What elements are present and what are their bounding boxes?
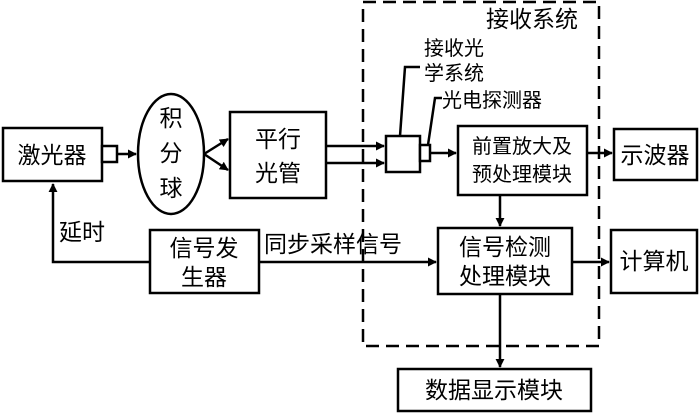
oscilloscope-box	[612, 127, 699, 182]
detector-port	[418, 143, 432, 163]
oscilloscope-label: 示波器	[621, 143, 690, 169]
laser-output-port	[100, 144, 119, 164]
display-label: 数据显示模块	[425, 378, 563, 404]
laser-label: 激光器	[18, 143, 87, 169]
display-box	[396, 367, 593, 413]
computer-label: 计算机	[620, 249, 689, 275]
signal-generator-label-2: 生器	[181, 265, 227, 291]
detection-label-2: 处理模块	[459, 264, 551, 290]
preamp-box	[456, 124, 589, 197]
sphere-label-1: 积	[160, 106, 183, 132]
optics-box	[384, 134, 422, 174]
preamp-label-1: 前置放大及	[472, 134, 572, 158]
delay-label: 延时	[59, 220, 105, 246]
optics-callout-line	[398, 65, 420, 137]
optics-label-2: 学系统	[424, 61, 484, 85]
detection-label-1: 信号检测	[459, 235, 551, 261]
optics-label-1: 接收光	[424, 36, 484, 60]
preamp-label-2: 预处理模块	[472, 162, 572, 186]
receive-system-title: 接收系统	[486, 7, 578, 33]
collimator-label-2: 光管	[255, 161, 301, 187]
collimator-box	[228, 110, 328, 200]
collimator-label-1: 平行	[255, 127, 301, 153]
arrow-sphere-to-collimator-lower	[203, 152, 229, 172]
computer-box	[609, 228, 699, 295]
sphere-label-3: 球	[160, 176, 183, 202]
sphere-label-2: 分	[160, 141, 183, 167]
detector-callout-line	[426, 96, 442, 146]
delay-feedback-line	[48, 183, 150, 264]
arrow-sphere-to-collimator-upper	[203, 137, 229, 156]
laser-box	[1, 126, 104, 183]
signal-generator-label-1: 信号发	[170, 236, 239, 262]
detector-label: 光电探测器	[442, 88, 542, 112]
sync-signal-label: 同步采样信号	[264, 232, 402, 258]
receive-system-frame	[361, 0, 601, 348]
